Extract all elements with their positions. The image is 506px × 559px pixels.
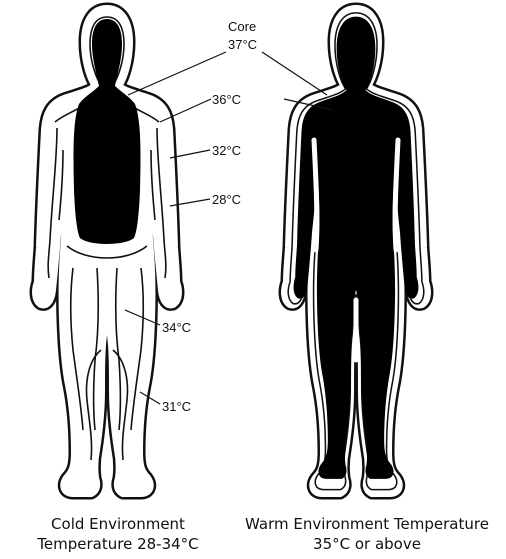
label-34c: 34°C: [162, 320, 191, 335]
label-32c: 32°C: [212, 143, 241, 158]
label-28c: 28°C: [212, 192, 241, 207]
cold-caption-line1: Cold Environment: [0, 514, 236, 534]
label-31c: 31°C: [162, 399, 191, 414]
cold-caption-line2: Temperature 28-34°C: [0, 534, 236, 554]
cold-environment-caption: Cold Environment Temperature 28-34°C: [0, 514, 236, 554]
warm-caption-line1: Warm Environment Temperature: [228, 514, 506, 534]
label-core-line1: Core: [228, 19, 256, 34]
warm-caption-line2: 35°C or above: [228, 534, 506, 554]
cold-environment-figure: [36, 9, 178, 493]
label-36c: 36°C: [212, 92, 241, 107]
label-core-temp: 37°C: [228, 37, 257, 52]
warm-environment-caption: Warm Environment Temperature 35°C or abo…: [228, 514, 506, 554]
